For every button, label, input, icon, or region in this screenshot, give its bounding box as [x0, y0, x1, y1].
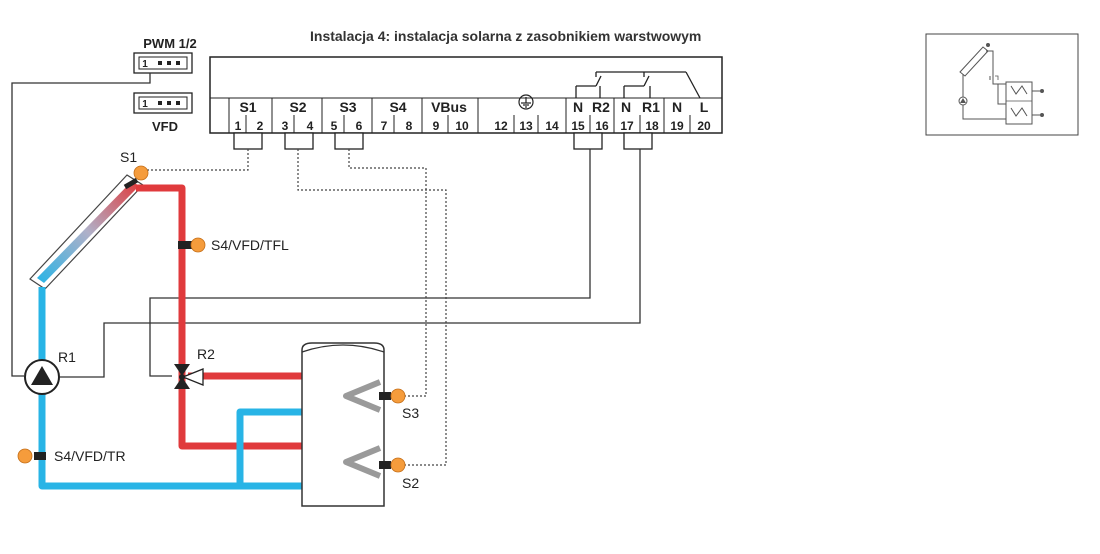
terminal-number: 17: [620, 119, 634, 133]
terminal-number: 10: [455, 119, 469, 133]
terminal-numbers: 1 2 3 4 5 6 7 8 9 10 12 13 14 15 16 17 1…: [235, 119, 711, 133]
terminal-number: 2: [257, 119, 264, 133]
pump-r1: R1: [24, 349, 76, 395]
terminal-clamps: [233, 132, 653, 150]
terminal-label-n3: N: [672, 99, 682, 115]
vfd-label: VFD: [152, 119, 178, 134]
terminal-number: 7: [381, 119, 388, 133]
terminal-number: 3: [282, 119, 289, 133]
terminal-label-s1: S1: [239, 99, 256, 115]
thumbnail-preview: [925, 33, 1079, 136]
sensor-tfl: S4/VFD/TFL: [178, 237, 289, 253]
relay-contacts: [575, 71, 701, 99]
terminal-signal-labels: S1 S2 S3 S4 VBus N R2 N R1 N L: [239, 99, 708, 115]
terminal-label-n1: N: [573, 99, 583, 115]
controller-unit: S1 S2 S3 S4 VBus N R2 N R1 N L: [209, 56, 723, 150]
sensor-tfl-label: S4/VFD/TFL: [211, 237, 289, 253]
terminal-number: 16: [595, 119, 609, 133]
terminal-number: 20: [697, 119, 711, 133]
terminal-number: 15: [571, 119, 585, 133]
sensor-wiring: [146, 149, 447, 466]
controller-box: [209, 56, 723, 134]
sensor-s1: S1: [120, 149, 149, 190]
solar-collector: [29, 174, 144, 290]
terminal-number: 18: [645, 119, 659, 133]
ground-icon: [518, 94, 534, 110]
valve-label: R2: [197, 346, 215, 362]
sensor-tr-label: S4/VFD/TR: [54, 448, 126, 464]
terminal-number: 6: [356, 119, 363, 133]
pwm-label: PWM 1/2: [143, 36, 196, 51]
pump-label: R1: [58, 349, 76, 365]
control-wiring: [11, 73, 641, 378]
storage-tank: [301, 342, 391, 507]
terminal-number: 19: [670, 119, 684, 133]
vfd-connector: 1 VFD: [133, 92, 193, 134]
sensor-s3-label: S3: [402, 405, 419, 421]
terminal-label-vbus: VBus: [431, 99, 467, 115]
terminal-label-s2: S2: [289, 99, 306, 115]
vfd-pin-label: 1: [142, 99, 148, 110]
terminal-number: 5: [331, 119, 338, 133]
terminal-label-l: L: [700, 99, 709, 115]
sensor-tr: S4/VFD/TR: [17, 448, 126, 464]
terminal-number: 14: [545, 119, 559, 133]
terminal-number: 12: [494, 119, 508, 133]
terminal-label-r2: R2: [592, 99, 610, 115]
sensor-s3: S3: [390, 388, 419, 421]
terminal-number: 9: [433, 119, 440, 133]
pwm-connector: PWM 1/2 1: [133, 36, 197, 74]
terminal-label-n2: N: [621, 99, 631, 115]
terminal-number: 4: [307, 119, 314, 133]
terminal-number: 1: [235, 119, 242, 133]
pwm-pin-label: 1: [142, 59, 148, 70]
sensor-s2-label: S2: [402, 475, 419, 491]
valve-r2: R2: [174, 346, 215, 389]
terminal-dividers: [228, 98, 691, 133]
terminal-number: 8: [406, 119, 413, 133]
terminal-label-r1: R1: [642, 99, 660, 115]
diagram-title: Instalacja 4: instalacja solarna z zasob…: [310, 28, 702, 44]
sensor-s2: S2: [390, 457, 419, 491]
terminal-label-s3: S3: [339, 99, 356, 115]
sensor-s1-label: S1: [120, 149, 137, 165]
terminal-label-s4: S4: [389, 99, 406, 115]
terminal-number: 13: [519, 119, 533, 133]
